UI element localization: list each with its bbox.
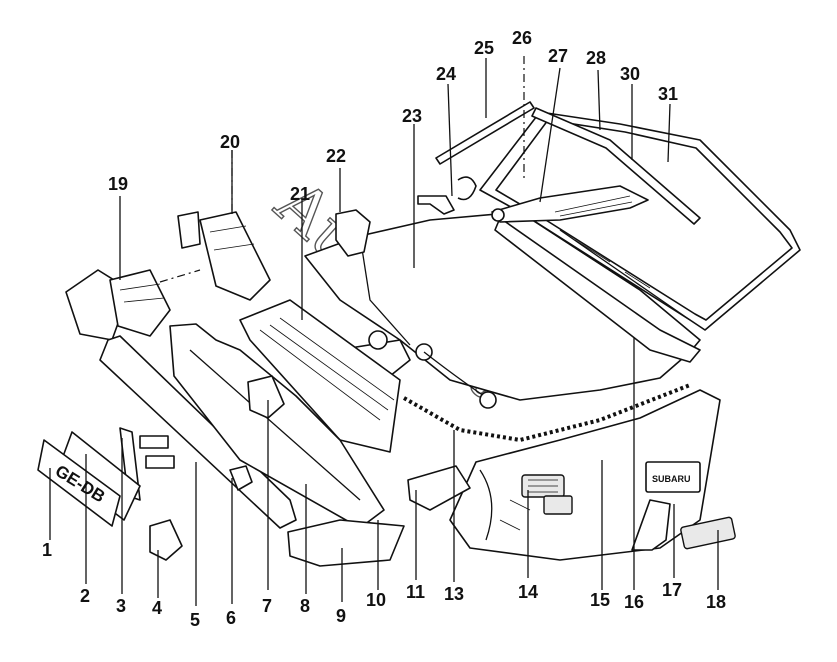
molding-strip (531, 107, 701, 225)
cowl-panel (494, 217, 701, 363)
bumper-corner (287, 519, 405, 567)
bumper-stay (149, 519, 183, 561)
leader-lines (49, 58, 719, 606)
bumper-cover (169, 323, 385, 529)
callout-10: 10 (366, 590, 386, 610)
latch-cover (335, 209, 371, 257)
callout-20: 20 (220, 132, 240, 152)
mud-flap (631, 499, 671, 551)
callout-numbers: 1 2 3 4 5 6 7 8 9 10 11 13 14 15 16 17 1… (42, 28, 726, 630)
hinge-spring (457, 176, 477, 201)
headlamp-unit (65, 269, 171, 341)
callout-4: 4 (152, 598, 162, 618)
windshield (479, 111, 801, 331)
callout-5: 5 (190, 610, 200, 630)
side-marker (521, 474, 573, 515)
callout-17: 17 (662, 580, 682, 600)
hood-seal (403, 383, 691, 443)
callout-8: 8 (300, 596, 310, 616)
cable-end (479, 391, 497, 409)
callout-21: 21 (290, 184, 310, 204)
callout-6: 6 (226, 608, 236, 628)
callout-16: 16 (624, 592, 644, 612)
callout-14: 14 (518, 582, 538, 602)
callout-28: 28 (586, 48, 606, 68)
fender-badge: SUBARU (645, 461, 701, 493)
fog-lamp (247, 375, 285, 419)
callout-23: 23 (402, 106, 422, 126)
callout-2: 2 (80, 586, 90, 606)
side-lamp (680, 516, 736, 550)
callout-9: 9 (336, 606, 346, 626)
callout-1: 1 (42, 540, 52, 560)
callout-13: 13 (444, 584, 464, 604)
callout-25: 25 (474, 38, 494, 58)
callout-30: 30 (620, 64, 640, 84)
callout-22: 22 (326, 146, 346, 166)
callout-19: 19 (108, 174, 128, 194)
callout-7: 7 (262, 596, 272, 616)
callout-26: 26 (512, 28, 532, 48)
headlamp-clip (177, 211, 201, 249)
align-line-19 (159, 269, 201, 283)
emblem (229, 465, 253, 491)
callout-18: 18 (706, 592, 726, 612)
radiator-grille (239, 299, 401, 453)
headlamp-housing (199, 211, 271, 301)
callout-24: 24 (436, 64, 456, 84)
hood (304, 211, 701, 401)
callout-15: 15 (590, 590, 610, 610)
hood-hinge (417, 195, 455, 215)
callout-31: 31 (658, 84, 678, 104)
support-rod (435, 101, 535, 165)
callout-27: 27 (548, 46, 568, 66)
callout-11: 11 (406, 582, 425, 602)
wiper-assembly (491, 185, 649, 223)
svg-text:SUBARU: SUBARU (652, 474, 691, 484)
callout-3: 3 (116, 596, 126, 616)
